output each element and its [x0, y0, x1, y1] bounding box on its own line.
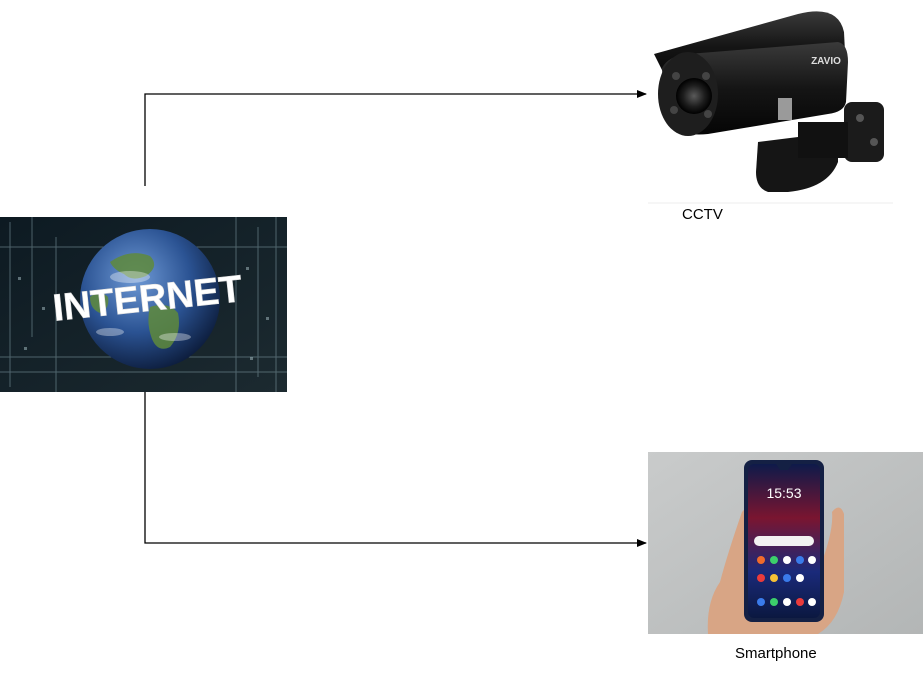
cctv-brand-mark: ZAVIO — [811, 56, 841, 67]
internet-image: INTERNET — [0, 217, 287, 392]
cctv-label: CCTV — [682, 206, 723, 223]
cctv-camera-picture: ZAVIO — [648, 2, 893, 204]
smartphone-in-hand-picture: 15:53 — [648, 452, 923, 634]
smartphone-image: 15:53 — [648, 452, 923, 634]
cctv-image: ZAVIO — [648, 2, 893, 204]
phone-clock: 15:53 — [766, 485, 801, 501]
arrow-internet-to-cctv — [144, 90, 647, 186]
smartphone-label: Smartphone — [735, 645, 817, 662]
arrow-internet-to-smartphone — [144, 392, 647, 547]
internet-globe-picture: INTERNET — [0, 217, 287, 392]
